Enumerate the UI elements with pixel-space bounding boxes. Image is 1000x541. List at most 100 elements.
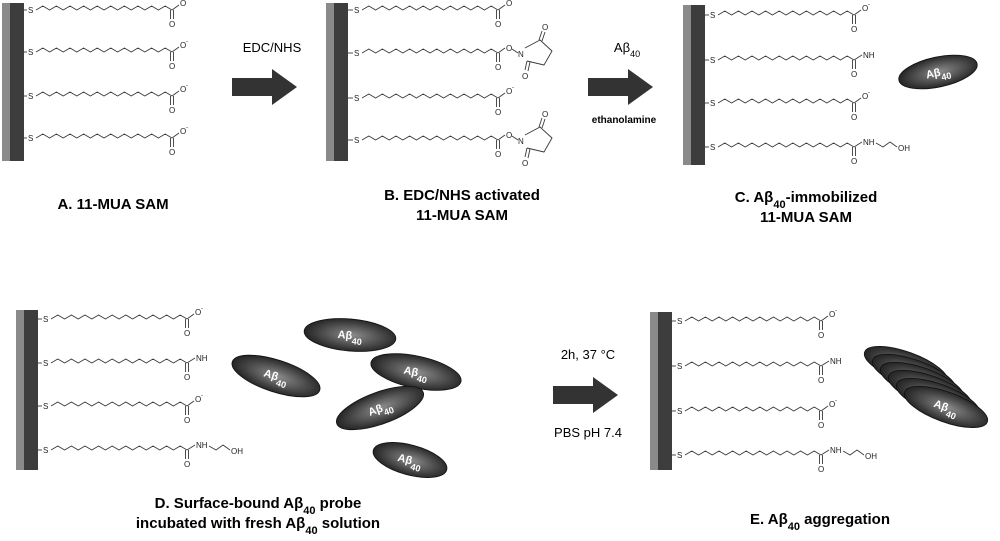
hydroxyl: OH bbox=[865, 452, 877, 461]
carbonyl-oxygen: O bbox=[851, 70, 857, 79]
chain-e-3: SOO- bbox=[669, 398, 837, 430]
caption-e-line-1: E. Aβ40 aggregation bbox=[750, 511, 890, 533]
peptide-c: Aβ40 bbox=[898, 54, 978, 90]
substrate-c-light bbox=[683, 5, 691, 165]
substrate-c-dark bbox=[691, 5, 705, 165]
carbonyl-oxygen: O bbox=[184, 373, 190, 382]
carboxylate-oxygen: O bbox=[180, 41, 186, 50]
sulfur-atom: S bbox=[710, 56, 715, 65]
carbonyl-bond bbox=[496, 10, 500, 19]
carboxylate-bond bbox=[171, 4, 180, 11]
caption-b-line-1: B. EDC/NHS activated bbox=[384, 187, 540, 204]
ring-oxygen-top: O bbox=[542, 110, 548, 119]
amide-bond bbox=[186, 357, 196, 364]
arrow-de-label-bottom: PBS pH 7.4 bbox=[554, 425, 622, 440]
carboxylate-bond bbox=[186, 400, 195, 407]
caption-d-line-1: D. Surface-bound Aβ40 probe bbox=[155, 495, 362, 517]
alkyl-chain bbox=[361, 48, 499, 54]
alkyl-chain bbox=[717, 142, 855, 148]
peptide-d-free-3: Aβ40 bbox=[336, 385, 424, 431]
caption-d-line-2: incubated with fresh Aβ40 solution bbox=[136, 515, 380, 537]
carboxylate-oxygen: O bbox=[195, 308, 201, 317]
sulfur-atom: S bbox=[710, 99, 715, 108]
negative-charge: - bbox=[512, 85, 514, 91]
carboxylate-oxygen: O bbox=[829, 310, 835, 319]
carboxylate-bond bbox=[820, 315, 829, 322]
sulfur-atom: S bbox=[354, 6, 359, 15]
carbonyl-bond bbox=[185, 450, 189, 459]
ring-oxygen-bottom: O bbox=[522, 72, 528, 81]
succinimide-nitrogen: N bbox=[518, 137, 524, 146]
ring-oxygen-bottom: O bbox=[522, 159, 528, 168]
ring-oxygen-top: O bbox=[542, 23, 548, 32]
sulfur-atom: S bbox=[677, 317, 682, 326]
sulfur-atom: S bbox=[43, 402, 48, 411]
ester-oxygen: O bbox=[506, 44, 512, 53]
negative-charge: - bbox=[201, 306, 203, 312]
peptide-label: Aβ40 bbox=[931, 398, 960, 421]
sulfur-atom: S bbox=[28, 6, 33, 15]
carbonyl-bond bbox=[819, 455, 823, 464]
carboxylate-oxygen: O bbox=[195, 395, 201, 404]
peptide-d-bound: Aβ40 bbox=[231, 354, 321, 398]
substrate-d-dark bbox=[24, 310, 38, 470]
succinimide-ring bbox=[524, 126, 553, 153]
carbonyl-bond bbox=[852, 15, 856, 24]
carbonyl-oxygen: O bbox=[818, 465, 824, 474]
amide-nh: NH bbox=[196, 354, 208, 363]
sulfur-atom: S bbox=[43, 315, 48, 324]
peptide-label: Aβ40 bbox=[367, 399, 396, 422]
arrow-ab-label: EDC/NHS bbox=[243, 40, 302, 55]
alkyl-chain bbox=[35, 91, 173, 97]
alkyl-chain bbox=[717, 55, 855, 61]
alkyl-chain bbox=[717, 98, 855, 104]
amide-bond bbox=[820, 449, 830, 456]
alkyl-chain bbox=[684, 406, 822, 412]
ester-oxygen: O bbox=[506, 131, 512, 140]
carbonyl-bond bbox=[170, 96, 174, 105]
carbonyl-bond bbox=[819, 411, 823, 420]
carbonyl-bond bbox=[852, 147, 856, 156]
peptide-label: Aβ40 bbox=[261, 367, 289, 390]
alkyl-chain bbox=[35, 5, 173, 11]
caption-b-line-2: 11-MUA SAM bbox=[416, 207, 508, 224]
alkyl-chain bbox=[50, 314, 188, 320]
carbonyl-oxygen: O bbox=[495, 150, 501, 159]
arrow-de bbox=[553, 377, 618, 413]
alkyl-chain bbox=[50, 445, 188, 451]
ring-carbonyl-bottom bbox=[524, 60, 531, 72]
caption-a-line-1: A. 11-MUA SAM bbox=[57, 196, 168, 213]
arrow-bc-label-top: Aβ40 bbox=[614, 40, 640, 59]
carbonyl-oxygen: O bbox=[169, 148, 175, 157]
carbonyl-oxygen: O bbox=[818, 331, 824, 340]
carbonyl-bond bbox=[852, 60, 856, 69]
chain-c-3: SOO- bbox=[702, 90, 870, 122]
alkyl-chain bbox=[50, 401, 188, 407]
ethanolamine-chain bbox=[842, 449, 865, 456]
sulfur-atom: S bbox=[354, 49, 359, 58]
carbonyl-oxygen: O bbox=[495, 63, 501, 72]
carbonyl-oxygen: O bbox=[818, 421, 824, 430]
arrow-ab bbox=[232, 69, 297, 105]
peptide-e-aggregate-6: Aβ40 bbox=[903, 385, 989, 429]
arrow-de-label-top: 2h, 37 °C bbox=[561, 347, 615, 362]
carbonyl-oxygen: O bbox=[169, 62, 175, 71]
chain-a-1: SOO- bbox=[20, 0, 188, 29]
sulfur-atom: S bbox=[677, 407, 682, 416]
alkyl-chain bbox=[35, 133, 173, 139]
hydroxyl: OH bbox=[898, 144, 910, 153]
ring-carbonyl-bottom bbox=[524, 147, 531, 159]
chain-c-1: SOO- bbox=[702, 2, 870, 34]
substrate-b-dark bbox=[334, 3, 348, 161]
amide-nh: NH bbox=[863, 51, 875, 60]
alkyl-chain bbox=[361, 93, 499, 99]
carboxylate-oxygen: O bbox=[862, 92, 868, 101]
alkyl-chain bbox=[35, 47, 173, 53]
chain-b-1: SOO- bbox=[346, 0, 514, 29]
negative-charge: - bbox=[868, 90, 870, 96]
peptide-label: Aβ40 bbox=[337, 329, 363, 347]
succinimide-nitrogen: N bbox=[518, 50, 524, 59]
